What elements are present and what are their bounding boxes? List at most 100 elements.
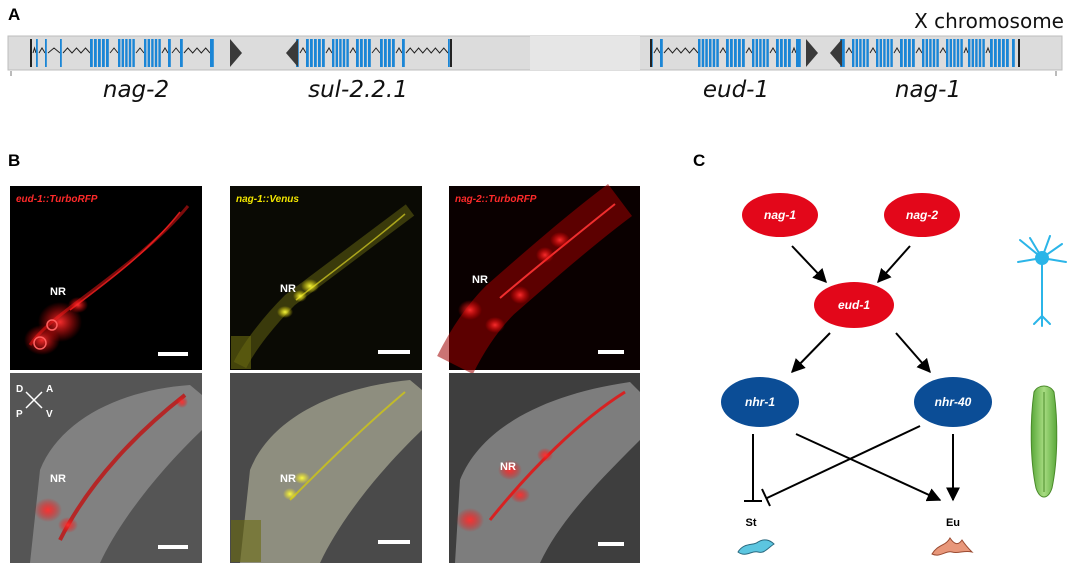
gene-end-bar bbox=[30, 39, 32, 67]
node-shape bbox=[742, 193, 818, 237]
exon-block bbox=[994, 39, 997, 67]
exon-block bbox=[356, 39, 359, 67]
node-label: nag-2 bbox=[906, 208, 938, 222]
chromosome-label: X chromosome bbox=[914, 9, 1064, 33]
exon-block bbox=[210, 39, 214, 67]
exon-block bbox=[922, 39, 925, 67]
exon-block bbox=[953, 39, 956, 67]
exon-block bbox=[742, 39, 745, 67]
exon-block bbox=[402, 39, 405, 67]
axis-d: D bbox=[16, 384, 23, 395]
exon-block bbox=[151, 39, 154, 67]
exon-block bbox=[90, 39, 93, 67]
node-nag-2: nag-2 bbox=[884, 193, 960, 237]
scale-bar bbox=[158, 545, 188, 549]
exon-block bbox=[968, 39, 971, 67]
node-shape bbox=[814, 282, 894, 328]
node-label: nhr-1 bbox=[745, 395, 775, 409]
gene-model-sul-2.2.1 bbox=[286, 39, 452, 67]
exon-block bbox=[784, 39, 787, 67]
exon-block bbox=[360, 39, 363, 67]
outcome-eu: Eu bbox=[946, 517, 960, 529]
node-shape bbox=[914, 377, 992, 427]
scale-bar bbox=[598, 350, 624, 354]
exon-block bbox=[346, 39, 349, 67]
strand-arrow-icon bbox=[230, 39, 242, 67]
exon-block bbox=[392, 39, 395, 67]
exon-block bbox=[752, 39, 755, 67]
exon-block bbox=[998, 39, 1001, 67]
panel-c-letter: C bbox=[693, 151, 705, 170]
exon-block bbox=[364, 39, 367, 67]
scale-bar bbox=[598, 542, 624, 546]
exon-block bbox=[840, 39, 845, 67]
exon-block bbox=[332, 39, 335, 67]
exon-block bbox=[368, 39, 371, 67]
exon-block bbox=[780, 39, 783, 67]
edge-nhr40-st-inhibit bbox=[766, 425, 921, 499]
exon-block bbox=[1012, 39, 1015, 67]
exon-block bbox=[982, 39, 985, 67]
fluorescence-image-nag-1: nag-1::Venus NR bbox=[230, 186, 422, 370]
axis-p: P bbox=[16, 409, 23, 420]
muscle-icon bbox=[1030, 385, 1058, 498]
exon-block bbox=[335, 39, 338, 67]
exon-block bbox=[862, 39, 866, 67]
panel-a: A X chromosome nag-2 sul-2.2.1 eud-1 nag… bbox=[7, 5, 1064, 103]
exon-block bbox=[925, 39, 928, 67]
exon-block bbox=[98, 39, 101, 67]
exon-block bbox=[796, 39, 801, 67]
node-shape bbox=[721, 377, 799, 427]
scale-bar bbox=[158, 352, 188, 356]
exon-block bbox=[318, 39, 321, 67]
exon-block bbox=[866, 39, 869, 67]
exon-block bbox=[36, 39, 38, 67]
exon-block bbox=[726, 39, 729, 67]
exon-block bbox=[705, 39, 708, 67]
exon-block bbox=[1002, 39, 1005, 67]
exon-block bbox=[380, 39, 383, 67]
exon-block bbox=[876, 39, 879, 67]
gene-label-nag-2: nag-2 bbox=[103, 77, 169, 103]
exon-block bbox=[168, 39, 171, 67]
image-label-nag-1: nag-1::Venus bbox=[236, 194, 299, 205]
gene-models bbox=[30, 39, 1020, 67]
brightfield-image-nag-1: NR bbox=[230, 373, 422, 563]
exon-block bbox=[949, 39, 952, 67]
edge-eud1-nhr1 bbox=[791, 332, 831, 374]
intron-line bbox=[653, 46, 797, 54]
exon-block bbox=[118, 39, 121, 67]
exon-block bbox=[859, 39, 862, 67]
nr-label: NR bbox=[50, 473, 66, 485]
exon-block bbox=[60, 39, 62, 67]
exon-block bbox=[306, 39, 309, 67]
exon-block bbox=[936, 39, 939, 67]
node-nhr-40: nhr-40 bbox=[914, 377, 992, 427]
brightfield-image-eud-1: D A P V NR bbox=[10, 373, 202, 563]
exon-block bbox=[912, 39, 915, 67]
exon-block bbox=[342, 39, 346, 67]
exon-block bbox=[310, 39, 313, 67]
nr-label: NR bbox=[472, 274, 488, 286]
node-nhr-1: nhr-1 bbox=[721, 377, 799, 427]
exon-block bbox=[1006, 39, 1009, 67]
strand-arrow-icon bbox=[830, 39, 842, 67]
exon-block bbox=[879, 39, 882, 67]
gene-end-bar bbox=[1018, 39, 1020, 67]
exon-block bbox=[339, 39, 342, 67]
brightfield-image-nag-2: NR bbox=[449, 373, 640, 563]
exon-block bbox=[929, 39, 932, 67]
exon-block bbox=[709, 39, 712, 67]
chromosome-segment bbox=[530, 36, 640, 70]
st-mouth-icon bbox=[737, 539, 775, 555]
panel-b-letter: B bbox=[8, 151, 20, 170]
exon-block bbox=[128, 39, 132, 67]
exon-block bbox=[734, 39, 737, 67]
neuron-icon bbox=[1017, 235, 1067, 327]
gene-model-nag-2 bbox=[30, 39, 242, 67]
exon-block bbox=[990, 39, 993, 67]
exon-block bbox=[755, 39, 758, 67]
node-label: nhr-40 bbox=[935, 395, 972, 409]
node-shape bbox=[884, 193, 960, 237]
edge-nhr1-eu bbox=[795, 433, 942, 502]
